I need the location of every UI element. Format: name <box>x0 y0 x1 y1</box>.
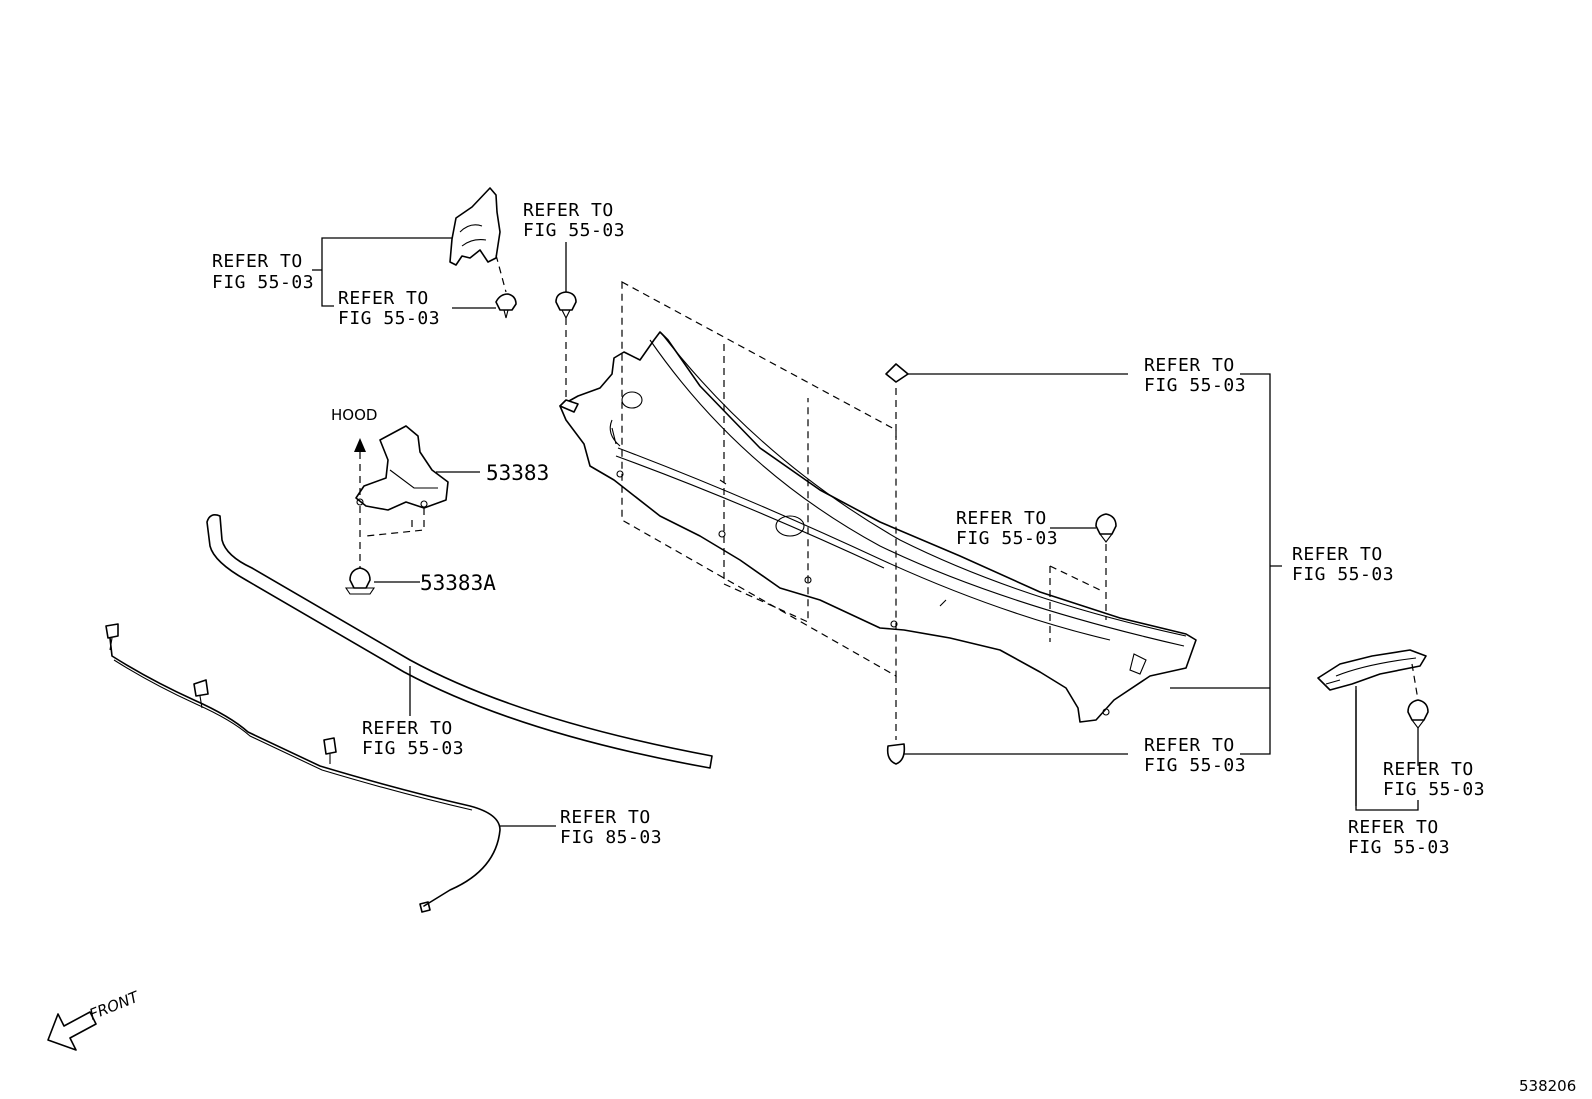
svg-text:FIG 55-03: FIG 55-03 <box>338 308 440 329</box>
refer-label-top-left-clip: REFER TO FIG 55-03 <box>338 288 440 329</box>
svg-text:FIG 85-03: FIG 85-03 <box>560 827 662 848</box>
panel-dashed-guides <box>621 280 1107 740</box>
svg-text:FIG 55-03: FIG 55-03 <box>362 738 464 759</box>
svg-text:FIG 55-03: FIG 55-03 <box>1292 564 1394 585</box>
refer-label-right-bracket: REFER TO FIG 55-03 <box>1292 544 1394 585</box>
front-arrow-icon <box>47 1011 97 1051</box>
top-left-clip <box>495 293 517 319</box>
diagram-number: 538206 <box>1519 1077 1576 1095</box>
right-top-clip <box>885 363 1128 383</box>
svg-text:REFER TO: REFER TO <box>560 807 651 828</box>
svg-text:FIG 55-03: FIG 55-03 <box>1348 837 1450 858</box>
svg-text:REFER TO: REFER TO <box>1144 735 1235 756</box>
top-center-clip <box>555 242 577 410</box>
svg-text:REFER TO: REFER TO <box>338 288 429 309</box>
svg-text:FIG 55-03: FIG 55-03 <box>523 220 625 241</box>
svg-text:REFER TO: REFER TO <box>523 200 614 221</box>
refer-label-top-left: REFER TO FIG 55-03 <box>212 251 314 293</box>
hood-label: HOOD <box>331 406 377 424</box>
hood-arrow-icon <box>354 438 366 452</box>
svg-text:FIG 55-03: FIG 55-03 <box>1383 779 1485 800</box>
refer-label-right-bottom-clip: REFER TO FIG 55-03 <box>1144 735 1246 776</box>
svg-text:REFER TO: REFER TO <box>1348 817 1439 838</box>
refer-label-far-right-part: REFER TO FIG 55-03 <box>1348 817 1450 858</box>
svg-text:REFER TO: REFER TO <box>212 251 303 272</box>
cowl-top-panel <box>559 331 1270 723</box>
wire-harness <box>105 623 556 913</box>
svg-text:FIG 55-03: FIG 55-03 <box>1144 375 1246 396</box>
part-number-53383A: 53383A <box>420 571 496 595</box>
refer-label-seal-strip: REFER TO FIG 55-03 <box>362 718 464 759</box>
refer-label-top-center-clip: REFER TO FIG 55-03 <box>523 200 625 241</box>
right-bottom-clip <box>886 743 1128 765</box>
svg-text:REFER TO: REFER TO <box>1383 759 1474 780</box>
svg-text:FIG 55-03: FIG 55-03 <box>212 272 314 293</box>
right-mid-clip <box>1050 513 1117 543</box>
seal-strip <box>206 514 713 769</box>
far-right-clip <box>1407 699 1429 766</box>
clip-53383A <box>344 567 420 595</box>
front-label: FRONT <box>87 987 143 1024</box>
right-bracket-line <box>1240 373 1282 755</box>
refer-label-wire-harness: REFER TO FIG 85-03 <box>560 807 662 848</box>
svg-text:REFER TO: REFER TO <box>956 508 1047 529</box>
svg-text:FIG 55-03: FIG 55-03 <box>1144 755 1246 776</box>
refer-label-right-top-clip: REFER TO FIG 55-03 <box>1144 355 1246 396</box>
svg-text:REFER TO: REFER TO <box>1292 544 1383 565</box>
refer-label-right-mid-clip: REFER TO FIG 55-03 <box>956 508 1058 549</box>
svg-text:FIG 55-03: FIG 55-03 <box>956 528 1058 549</box>
svg-text:REFER TO: REFER TO <box>362 718 453 739</box>
refer-label-far-right-clip: REFER TO FIG 55-03 <box>1383 759 1485 800</box>
top-left-cover-part <box>449 187 507 293</box>
svg-text:REFER TO: REFER TO <box>1144 355 1235 376</box>
part-number-53383: 53383 <box>486 461 549 485</box>
hood-bracket-53383 <box>355 425 480 511</box>
leader-top-left <box>321 237 496 309</box>
